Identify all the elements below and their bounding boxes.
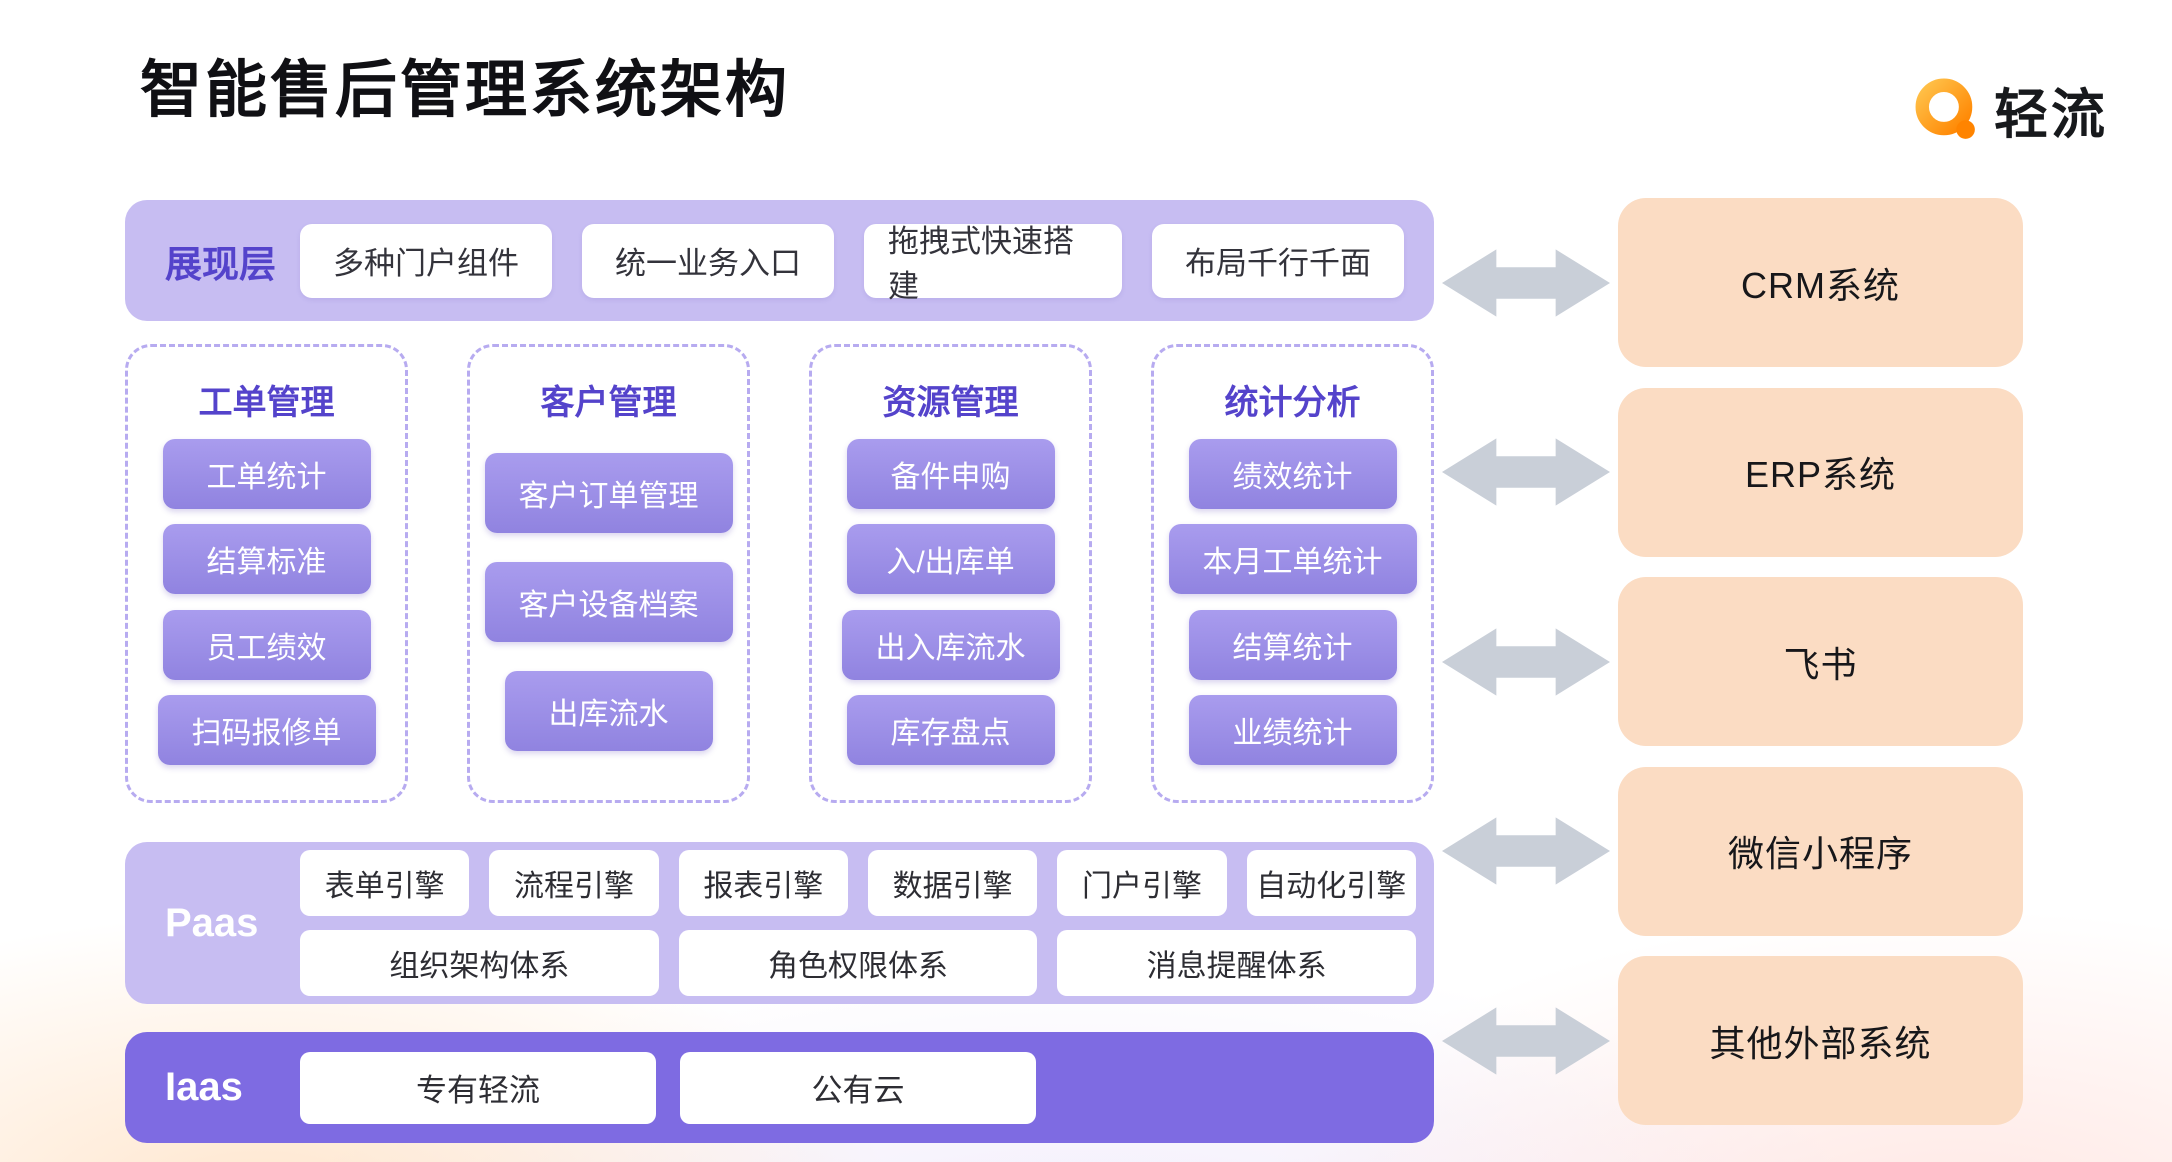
paas-systems-row: 组织架构体系 角色权限体系 消息提醒体系: [300, 930, 1417, 996]
module-title: 统计分析: [1224, 384, 1361, 422]
module-resource: 资源管理 备件申购 入/出库单 出入库流水 库存盘点: [809, 344, 1092, 803]
arrow-cell: [1434, 577, 1618, 746]
arrow-cell: [1434, 767, 1618, 936]
external-system-card: CRM系统: [1618, 198, 2023, 367]
module-title: 客户管理: [540, 384, 677, 422]
presentation-feature-pill: 布局千行千面: [1152, 223, 1404, 298]
module-items: 绩效统计 本月工单统计 结算统计 业绩统计: [1154, 424, 1431, 780]
external-system-card: 其他外部系统: [1618, 956, 2023, 1125]
integration-arrows-column: [1434, 198, 1618, 1125]
double-arrow-icon: [1442, 438, 1610, 506]
paas-system-pill: 组织架构体系: [300, 930, 659, 996]
paas-engine-pill: 门户引擎: [1057, 850, 1227, 916]
business-modules-row: 工单管理 工单统计 结算标准 员工绩效 扫码报修单 客户管理 客户订单管理 客户…: [125, 344, 1434, 803]
paas-engine-pill: 表单引擎: [300, 850, 470, 916]
module-button: 出库流水: [504, 671, 713, 751]
iaas-option-pill: 公有云: [680, 1051, 1036, 1124]
module-title: 资源管理: [882, 384, 1019, 422]
module-statistics: 统计分析 绩效统计 本月工单统计 结算统计 业绩统计: [1151, 344, 1434, 803]
paas-rows: 表单引擎 流程引擎 报表引擎 数据引擎 门户引擎 自动化引擎 组织架构体系 角色…: [300, 850, 1434, 996]
module-button: 业绩统计: [1188, 694, 1397, 765]
module-button: 备件申购: [846, 439, 1055, 510]
presentation-layer-label: 展现层: [165, 243, 276, 285]
qingflow-logo: 轻流: [1914, 70, 2108, 149]
external-systems-column: CRM系统 ERP系统 飞书 微信小程序 其他外部系统: [1618, 198, 2023, 1125]
module-items: 客户订单管理 客户设备档案 出库流水: [470, 424, 747, 780]
page-title: 智能售后管理系统架构: [140, 57, 791, 125]
module-button: 出入库流水: [841, 609, 1060, 680]
external-system-card: ERP系统: [1618, 387, 2023, 557]
double-arrow-icon: [1442, 627, 1610, 696]
presentation-feature-pill: 拖拽式快速搭建: [864, 223, 1122, 304]
paas-system-pill: 角色权限体系: [678, 930, 1038, 996]
arrow-cell: [1434, 198, 1618, 367]
external-system-card: 飞书: [1618, 577, 2023, 746]
module-work-order: 工单管理 工单统计 结算标准 员工绩效 扫码报修单: [125, 344, 408, 803]
paas-engine-pill: 流程引擎: [489, 850, 659, 916]
double-arrow-icon: [1442, 817, 1610, 885]
module-customer: 客户管理 客户订单管理 客户设备档案 出库流水: [467, 344, 750, 803]
paas-system-pill: 消息提醒体系: [1057, 930, 1417, 996]
paas-engine-pill: 报表引擎: [678, 850, 848, 916]
module-items: 备件申购 入/出库单 出入库流水 库存盘点: [812, 424, 1089, 780]
paas-engine-pill: 自动化引擎: [1246, 850, 1416, 916]
module-button: 客户订单管理: [484, 453, 733, 533]
paas-layer-label: Paas: [165, 900, 259, 945]
double-arrow-icon: [1442, 248, 1610, 317]
paas-engines-row: 表单引擎 流程引擎 报表引擎 数据引擎 门户引擎 自动化引擎: [300, 850, 1416, 916]
double-arrow-icon: [1442, 1006, 1610, 1075]
arrow-cell: [1434, 388, 1618, 557]
module-button: 工单统计: [162, 439, 371, 510]
paas-layer: Paas 表单引擎 流程引擎 报表引擎 数据引擎 门户引擎 自动化引擎 组织架构…: [125, 842, 1434, 1004]
paas-engine-pill: 数据引擎: [867, 850, 1038, 916]
presentation-feature-pill: 统一业务入口: [582, 223, 834, 298]
module-button: 结算统计: [1188, 609, 1397, 680]
iaas-option-pill: 专有轻流: [300, 1051, 656, 1124]
module-items: 工单统计 结算标准 员工绩效 扫码报修单: [128, 424, 405, 780]
module-title: 工单管理: [198, 384, 335, 422]
presentation-feature-pill: 多种门户组件: [300, 223, 552, 298]
iaas-layer: Iaas 专有轻流 公有云: [125, 1032, 1434, 1143]
presentation-layer: 展现层 多种门户组件 统一业务入口 拖拽式快速搭建 布局千行千面: [125, 200, 1434, 321]
module-button: 库存盘点: [846, 694, 1055, 765]
arrow-cell: [1434, 956, 1618, 1125]
module-button: 客户设备档案: [484, 562, 733, 642]
module-button: 扫码报修单: [157, 694, 376, 765]
module-button: 本月工单统计: [1168, 524, 1417, 595]
module-button: 结算标准: [162, 524, 371, 595]
module-button: 入/出库单: [846, 524, 1055, 595]
external-system-card: 微信小程序: [1618, 766, 2023, 936]
module-button: 绩效统计: [1188, 439, 1397, 510]
qingflow-logo-text: 轻流: [1994, 85, 2108, 145]
iaas-layer-label: Iaas: [165, 1065, 243, 1109]
qingflow-logo-icon: [1915, 78, 1975, 139]
module-button: 员工绩效: [162, 609, 371, 680]
header: 智能售后管理系统架构 轻流: [140, 56, 2108, 149]
platform-stack: 展现层 多种门户组件 统一业务入口 拖拽式快速搭建 布局千行千面 工单管理 工单…: [125, 200, 1434, 1143]
